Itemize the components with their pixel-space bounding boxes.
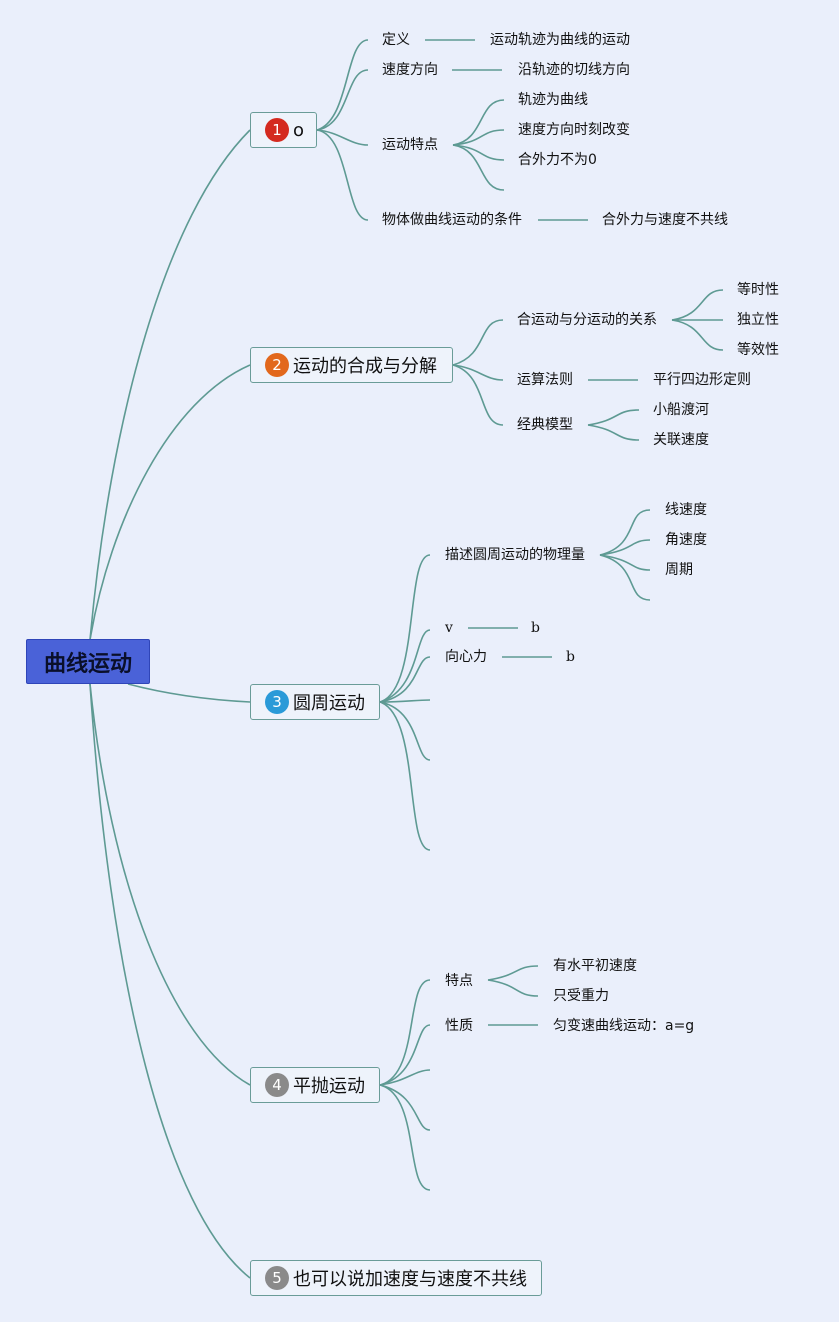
leaf-parallelogram-rule[interactable]: 平行四边形定则 — [653, 372, 751, 388]
subtopic-velocity-direction[interactable]: 速度方向 — [382, 62, 438, 78]
topic-4-label: 平抛运动 — [293, 1076, 365, 1097]
subtopic-classic-models[interactable]: 经典模型 — [517, 417, 573, 433]
leaf-centripetal-b[interactable]: b — [566, 649, 575, 665]
topic-5[interactable]: 5 也可以说加速度与速度不共线 — [250, 1260, 542, 1296]
subtopic-features[interactable]: 特点 — [445, 973, 473, 989]
subtopic-nature[interactable]: 性质 — [445, 1018, 473, 1034]
leaf-horizontal-initial-velocity[interactable]: 有水平初速度 — [553, 958, 637, 974]
badge-3-icon: 3 — [265, 690, 289, 714]
topic-1-label: o — [293, 119, 305, 141]
root-topic[interactable]: 曲线运动 — [26, 639, 150, 684]
leaf-net-force-nonzero[interactable]: 合外力不为0 — [518, 152, 597, 168]
subtopic-curve-condition[interactable]: 物体做曲线运动的条件 — [382, 212, 522, 228]
leaf-definition-text[interactable]: 运动轨迹为曲线的运动 — [490, 32, 630, 48]
badge-5-icon: 5 — [265, 1266, 289, 1290]
leaf-related-velocity[interactable]: 关联速度 — [653, 432, 709, 448]
subtopic-circular-quantities[interactable]: 描述圆周运动的物理量 — [445, 547, 585, 563]
topic-5-label: 也可以说加速度与速度不共线 — [293, 1269, 527, 1290]
leaf-equivalence[interactable]: 等效性 — [737, 342, 779, 358]
leaf-direction-changes[interactable]: 速度方向时刻改变 — [518, 122, 630, 138]
subtopic-motion-features[interactable]: 运动特点 — [382, 137, 438, 153]
leaf-boat-crossing[interactable]: 小船渡河 — [653, 402, 709, 418]
leaf-curve-condition-text[interactable]: 合外力与速度不共线 — [602, 212, 728, 228]
topic-2[interactable]: 2 运动的合成与分解 — [250, 347, 453, 383]
leaf-v-b[interactable]: b — [531, 620, 540, 636]
topic-2-label: 运动的合成与分解 — [293, 356, 437, 377]
subtopic-operation-rule[interactable]: 运算法则 — [517, 372, 573, 388]
subtopic-definition[interactable]: 定义 — [382, 32, 410, 48]
badge-2-icon: 2 — [265, 353, 289, 377]
leaf-velocity-direction-text[interactable]: 沿轨迹的切线方向 — [518, 62, 630, 78]
topic-4[interactable]: 4 平抛运动 — [250, 1067, 380, 1103]
badge-1-icon: 1 — [265, 118, 289, 142]
leaf-simultaneity[interactable]: 等时性 — [737, 282, 779, 298]
leaf-curved-trajectory[interactable]: 轨迹为曲线 — [518, 92, 588, 108]
root-topic-label: 曲线运动 — [43, 651, 132, 677]
badge-4-icon: 4 — [265, 1073, 289, 1097]
leaf-independence[interactable]: 独立性 — [737, 312, 779, 328]
topic-1[interactable]: 1 o — [250, 112, 317, 148]
leaf-period[interactable]: 周期 — [665, 562, 693, 578]
topic-3[interactable]: 3 圆周运动 — [250, 684, 380, 720]
subtopic-v[interactable]: v — [445, 620, 453, 636]
leaf-angular-velocity[interactable]: 角速度 — [665, 532, 707, 548]
subtopic-resultant-relation[interactable]: 合运动与分运动的关系 — [517, 312, 657, 328]
subtopic-centripetal-force[interactable]: 向心力 — [445, 649, 487, 665]
leaf-uniform-accel-curve[interactable]: 匀变速曲线运动：a=g — [553, 1018, 695, 1034]
leaf-gravity-only[interactable]: 只受重力 — [553, 988, 609, 1004]
topic-3-label: 圆周运动 — [293, 693, 365, 714]
leaf-linear-velocity[interactable]: 线速度 — [665, 502, 707, 518]
